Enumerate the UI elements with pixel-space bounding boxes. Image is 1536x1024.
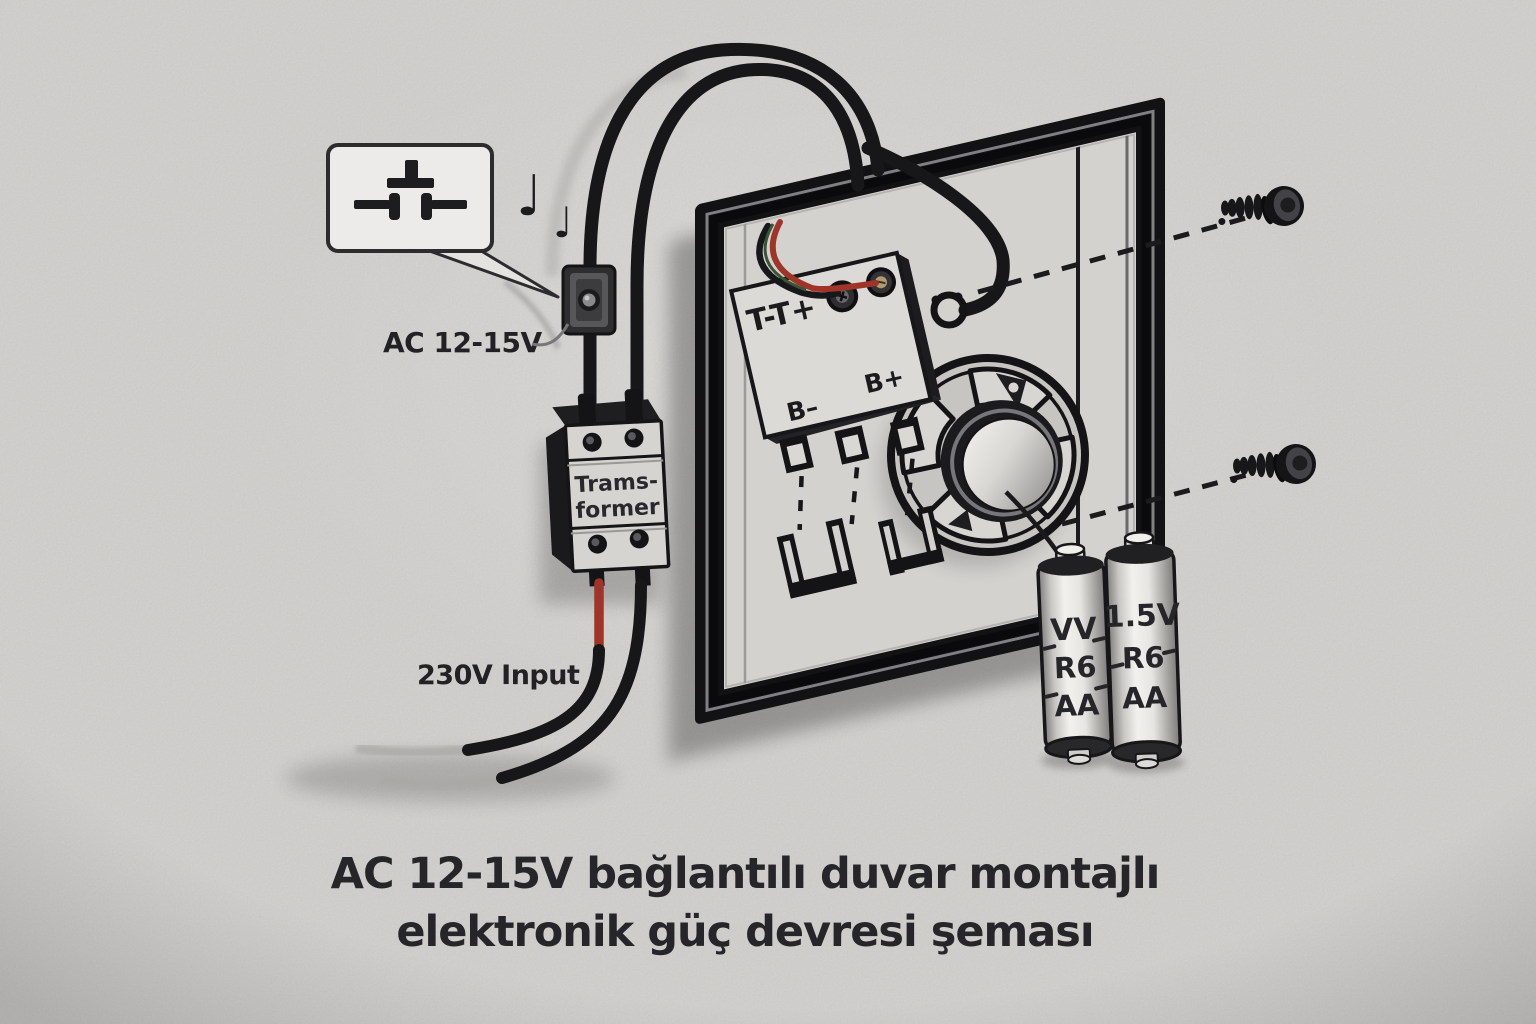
bell-wire-loop (861, 141, 1010, 317)
clip-alignment-dashes (797, 458, 915, 530)
terminal-plate (728, 250, 933, 440)
face-divider-highlight (570, 527, 667, 535)
mounting-screw-bottom (1230, 444, 1316, 484)
terminal-wire-red (769, 219, 879, 293)
mains-cable-right (496, 579, 647, 784)
terminal-label-b-minus: B– (784, 392, 821, 427)
speaker-terminal-hole (1008, 382, 1019, 393)
battery-label: R6 (1121, 640, 1165, 675)
cable-gland (624, 388, 644, 426)
cable-gland (577, 393, 597, 428)
battery-label: R6 (1053, 650, 1097, 686)
face-divider (566, 454, 664, 463)
push-button (582, 293, 596, 307)
wire-end-dot (931, 295, 941, 305)
terminal-block: T-T+ B– B+ (728, 250, 973, 599)
alignment-dashed-line-bottom (1061, 469, 1259, 527)
wire-ring-terminal (930, 291, 968, 329)
battery-label: 1.5V (1103, 597, 1181, 635)
battery-clips (776, 505, 973, 599)
transformer-label-line2: former (575, 495, 661, 524)
push-button-switch-icon (354, 160, 467, 220)
mains-cables (355, 578, 647, 790)
input-voltage-label: 230V Input (417, 660, 580, 691)
cable-ground-shadow (285, 754, 615, 802)
ac-voltage-label: AC 12-15V (383, 326, 543, 359)
screw-alignment-dashes (977, 215, 1259, 527)
title-line-1: AC 12-15V bağlantılı duvar montajlı (331, 849, 1160, 899)
speaker-magnet-dome (961, 417, 1056, 512)
battery-label: AA (1122, 680, 1169, 716)
mounting-screw-top (1218, 186, 1304, 226)
music-note-icon: ♩ (516, 164, 542, 229)
doorbell-callout: ♩ ♩ (326, 143, 573, 299)
mains-cable-left (462, 644, 605, 756)
battery-bottom-nub-face (1067, 753, 1092, 765)
battery-bottom-nub-face (1134, 758, 1159, 770)
connector-tabs (778, 416, 925, 474)
plate-side-edge (896, 252, 941, 400)
battery-top-cap (1037, 555, 1104, 576)
battery-aa-right: 1.5V R6 AA (1103, 531, 1185, 773)
terminal-wire-green (763, 223, 807, 292)
cable-fade-tail (355, 743, 477, 758)
callout-box (326, 143, 494, 253)
doorbell-button (561, 264, 617, 336)
terminal-screw-right (866, 267, 897, 298)
battery-label: VV (1050, 611, 1099, 648)
label-pointer-line (531, 323, 570, 347)
terminal-wire-black (756, 222, 842, 299)
face-divider-highlight (567, 459, 664, 467)
music-note-icon: ♩ (553, 198, 573, 247)
battery-top-cap (1105, 543, 1174, 564)
speaker-magnet-edge (950, 408, 1059, 517)
cable-right (630, 62, 865, 419)
transformer-label-line1: Trams- (574, 469, 659, 498)
face-divider (570, 521, 667, 530)
panel-bevel-highlight (705, 109, 1155, 713)
transformer-screws (582, 428, 649, 554)
title-line-2: elektronik güç devresi şeması (396, 907, 1093, 957)
cable-left (583, 42, 885, 275)
diagram-title: AC 12-15V bağlantılı duvar montajlı elek… (331, 849, 1161, 957)
wire-end-dot (953, 292, 963, 302)
clip-wedge (948, 509, 973, 532)
battery-label-ticks (1042, 636, 1109, 699)
battery-label: AA (1054, 687, 1101, 723)
transformer: Trams- former (545, 388, 671, 587)
button-highlight (584, 295, 590, 301)
battery-aa-left: VV R6 AA (1036, 542, 1118, 769)
battery-label-ticks (1110, 648, 1177, 669)
battery-button-top (1123, 531, 1155, 545)
panel-inner-frame (709, 114, 1151, 708)
battery-button-top (1054, 542, 1086, 557)
